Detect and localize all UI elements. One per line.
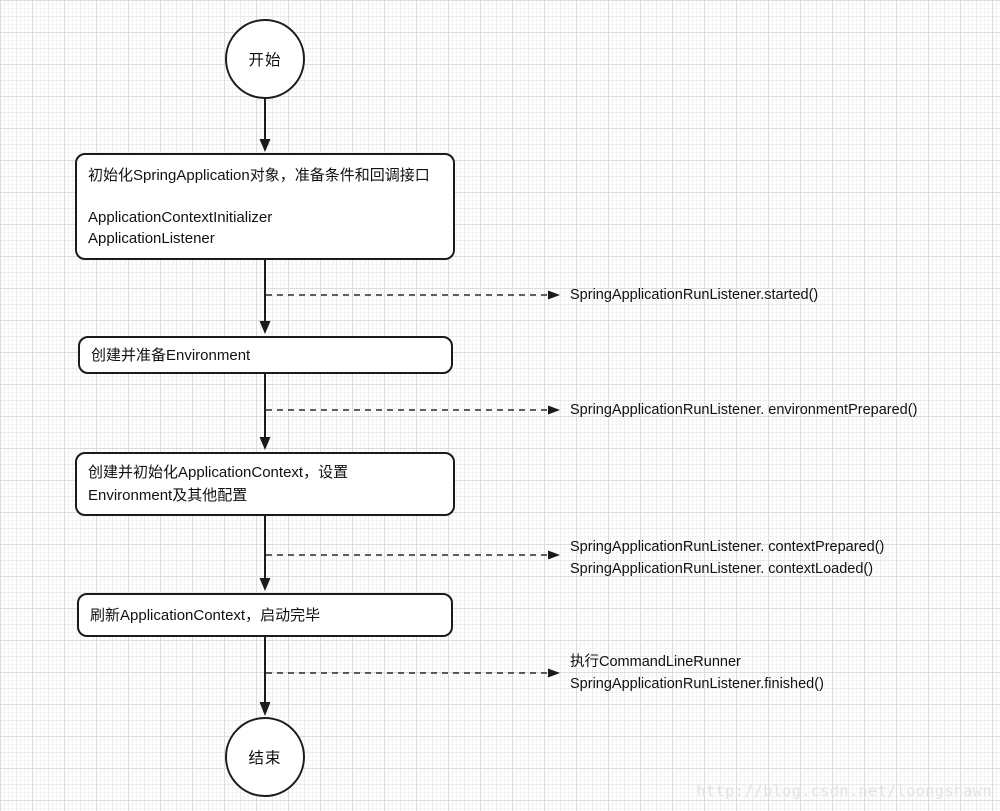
process-box-text: 创建并初始化ApplicationContext，设置	[88, 464, 349, 481]
start-node: 开始	[225, 19, 305, 99]
end-node-label: 结束	[248, 750, 282, 767]
process-box-init-springapplication: 初始化SpringApplication对象，准备条件和回调接口 Applica…	[75, 153, 455, 260]
edge-init-to-environment-box	[259, 260, 271, 334]
branch-label-text: SpringApplicationRunListener. contextLoa…	[570, 560, 874, 577]
branch-label-started: SpringApplicationRunListener.started()	[570, 284, 990, 306]
watermark-text: http://blog.csdn.net/loongshawn	[696, 782, 992, 800]
process-box-text: 初始化SpringApplication对象，准备条件和回调接口	[88, 167, 430, 184]
process-box-refresh-applicationcontext: 刷新ApplicationContext，启动完毕	[77, 593, 453, 637]
start-node-label: 开始	[248, 52, 282, 69]
process-box-text: Environment及其他配置	[88, 486, 248, 504]
end-node: 结束	[225, 717, 305, 797]
branch-label-text: SpringApplicationRunListener. contextPre…	[570, 539, 885, 555]
process-box-text: ApplicationContextInitializer	[88, 209, 273, 226]
branch-label-finished: 执行CommandLineRunner SpringApplicationRun…	[570, 652, 990, 695]
edge-refresh-to-end	[259, 637, 271, 716]
branch-edge-finished	[266, 668, 560, 678]
branch-label-text: SpringApplicationRunListener.finished()	[570, 675, 824, 692]
branch-label-context-prepared-loaded: SpringApplicationRunListener. contextPre…	[570, 537, 990, 580]
edge-context-to-refresh-box	[259, 516, 271, 591]
process-box-prepare-environment: 创建并准备Environment	[78, 336, 453, 374]
process-box-create-applicationcontext: 创建并初始化ApplicationContext，设置 Environment及…	[75, 452, 455, 516]
process-box-text: 刷新ApplicationContext，启动完毕	[90, 606, 321, 624]
process-box-text	[88, 186, 441, 207]
branch-label-environment-prepared: SpringApplicationRunListener. environmen…	[570, 399, 990, 421]
branch-label-text: SpringApplicationRunListener. environmen…	[570, 402, 918, 418]
process-box-text: 创建并准备Environment	[91, 346, 251, 364]
edge-start-to-init-box	[259, 99, 271, 152]
branch-label-text: SpringApplicationRunListener.started()	[570, 287, 819, 303]
branch-edge-context-prepared-loaded	[266, 550, 560, 560]
process-box-text: ApplicationListener	[88, 230, 215, 247]
edge-environment-to-context-box	[259, 374, 271, 450]
branch-label-text: 执行CommandLineRunner	[570, 654, 741, 670]
branch-edge-started	[266, 290, 560, 300]
branch-edge-environment-prepared	[266, 405, 560, 415]
